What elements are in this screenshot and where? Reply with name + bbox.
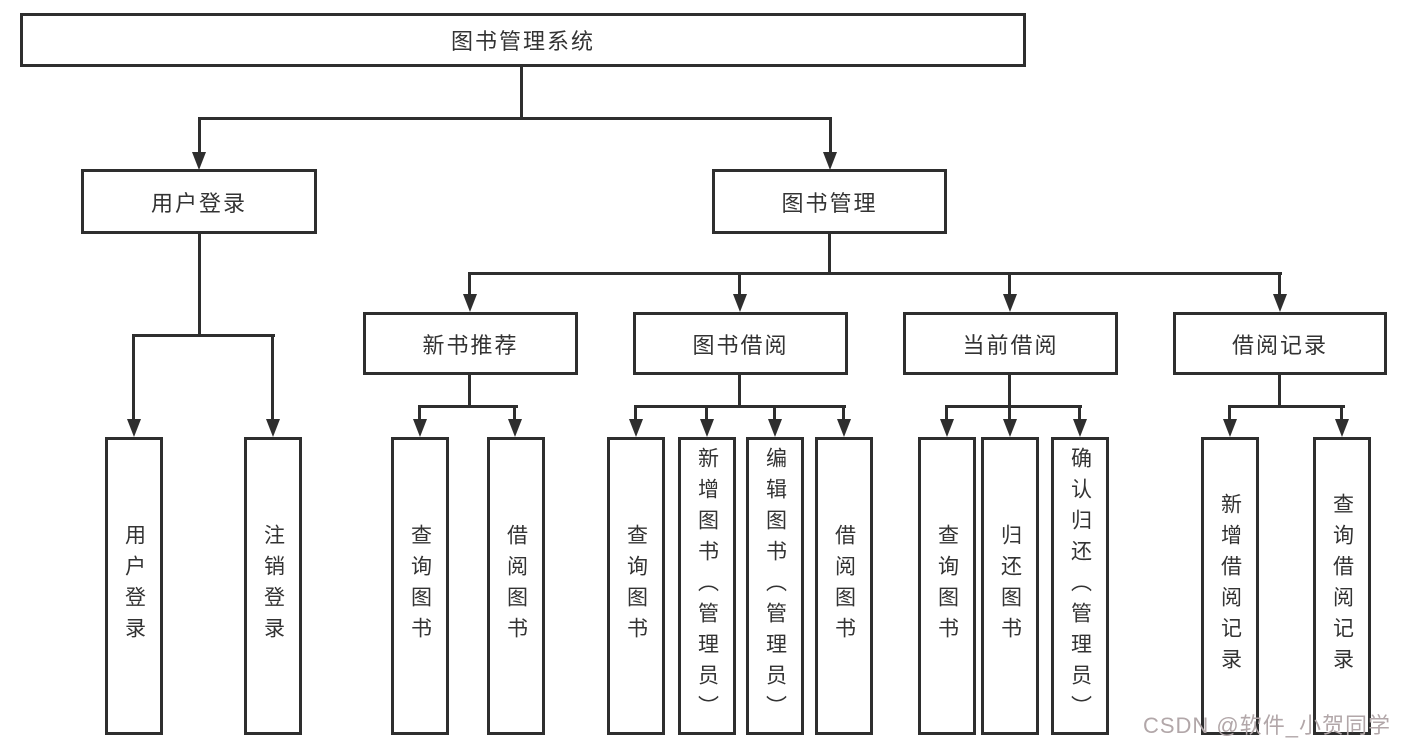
arrow-down-icon	[837, 419, 851, 437]
leaf-query-book: 查询图书	[607, 437, 665, 735]
node-root: 图书管理系统	[20, 13, 1026, 67]
arrow-down-icon	[192, 152, 206, 170]
leaf-edit-book-admin: 编辑图书（管理员）	[746, 437, 804, 735]
connector-line	[468, 272, 1282, 275]
leaf-add-book-admin: 新增图书（管理员）	[678, 437, 736, 735]
connector-line	[1278, 375, 1281, 407]
arrow-down-icon	[1335, 419, 1349, 437]
connector-line	[634, 405, 637, 421]
connector-line	[1008, 375, 1011, 407]
connector-line	[271, 334, 274, 420]
arrow-down-icon	[940, 419, 954, 437]
node-new-book-recommend: 新书推荐	[363, 312, 578, 375]
arrow-down-icon	[629, 419, 643, 437]
csdn-watermark: CSDN @软件_小贺同学	[1142, 713, 1391, 738]
arrow-down-icon	[508, 419, 522, 437]
leaf-query-book: 查询图书	[391, 437, 449, 735]
connector-line	[1278, 272, 1281, 298]
arrow-down-icon	[1003, 419, 1017, 437]
arrow-down-icon	[1073, 419, 1087, 437]
connector-line	[1078, 405, 1081, 421]
arrow-down-icon	[823, 152, 837, 170]
leaf-return-book: 归还图书	[981, 437, 1039, 735]
node-book-borrowing: 图书借阅	[633, 312, 848, 375]
leaf-logout: 注销登录	[244, 437, 302, 735]
connector-line	[738, 272, 741, 298]
connector-line	[418, 405, 518, 408]
arrow-down-icon	[1223, 419, 1237, 437]
connector-line	[132, 334, 275, 337]
connector-line	[198, 117, 201, 155]
connector-line	[198, 117, 832, 120]
connector-line	[132, 334, 135, 420]
connector-line	[738, 375, 741, 407]
connector-line	[634, 405, 846, 408]
arrow-down-icon	[1003, 294, 1017, 312]
connector-line	[842, 405, 845, 421]
leaf-user-login: 用户登录	[105, 437, 163, 735]
leaf-add-borrow-record: 新增借阅记录	[1201, 437, 1259, 735]
arrow-down-icon	[700, 419, 714, 437]
arrow-down-icon	[127, 419, 141, 437]
connector-line	[468, 272, 471, 298]
leaf-borrow-book: 借阅图书	[487, 437, 545, 735]
arrow-down-icon	[266, 419, 280, 437]
connector-line	[468, 375, 471, 407]
leaf-borrow-book: 借阅图书	[815, 437, 873, 735]
connector-line	[829, 117, 832, 155]
arrow-down-icon	[463, 294, 477, 312]
connector-line	[705, 405, 708, 421]
node-user-login: 用户登录	[81, 169, 317, 234]
connector-line	[513, 405, 516, 421]
connector-line	[198, 234, 201, 337]
node-book-management: 图书管理	[712, 169, 947, 234]
node-current-borrowing: 当前借阅	[903, 312, 1118, 375]
connector-line	[520, 66, 523, 119]
connector-line	[945, 405, 1082, 408]
connector-line	[1228, 405, 1231, 421]
arrow-down-icon	[1273, 294, 1287, 312]
node-borrow-records: 借阅记录	[1173, 312, 1387, 375]
connector-line	[1008, 405, 1011, 421]
leaf-query-book: 查询图书	[918, 437, 976, 735]
connector-line	[828, 234, 831, 275]
arrow-down-icon	[768, 419, 782, 437]
connector-line	[773, 405, 776, 421]
connector-line	[418, 405, 421, 421]
arrow-down-icon	[733, 294, 747, 312]
leaf-confirm-return-admin: 确认归还（管理员）	[1051, 437, 1109, 735]
connector-line	[945, 405, 948, 421]
connector-line	[1008, 272, 1011, 298]
leaf-query-borrow-record: 查询借阅记录	[1313, 437, 1371, 735]
arrow-down-icon	[413, 419, 427, 437]
connector-line	[1228, 405, 1345, 408]
connector-line	[1340, 405, 1343, 421]
